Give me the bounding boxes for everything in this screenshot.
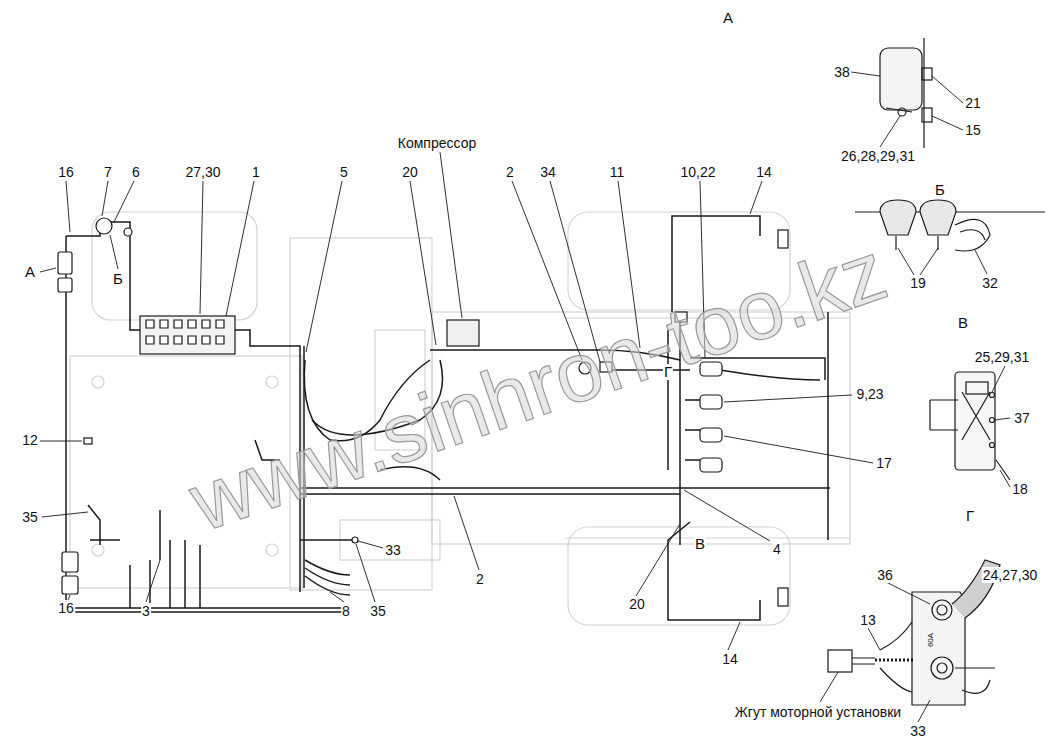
small-marking: 60А xyxy=(926,632,935,648)
leader-lines xyxy=(40,72,1010,722)
callout-number: 21 xyxy=(964,95,982,111)
callout-number: 18 xyxy=(1011,481,1029,497)
part-label: Компрессор xyxy=(397,135,477,151)
callout-number: 9,23 xyxy=(855,386,884,402)
callout-number: 35 xyxy=(369,603,387,619)
callout-number: 5 xyxy=(339,164,349,180)
callout-number: 37 xyxy=(1013,410,1031,426)
callout-number: 2 xyxy=(505,164,515,180)
callout-number: 3 xyxy=(141,603,151,619)
view-letter: А xyxy=(24,264,36,280)
callout-number: 4 xyxy=(772,541,782,557)
callout-number: 20 xyxy=(401,164,419,180)
detail-a xyxy=(880,38,932,148)
detail-letter: А xyxy=(722,10,734,26)
detail-letter: В xyxy=(957,315,969,331)
callout-number: 16 xyxy=(57,164,75,180)
callout-number: 24,27,30 xyxy=(982,567,1039,583)
callout-number: 8 xyxy=(341,603,351,619)
callout-number: 38 xyxy=(833,64,851,80)
callout-number: 11 xyxy=(609,164,626,180)
detail-b xyxy=(855,200,1045,251)
callout-number: 2 xyxy=(475,571,485,587)
callout-number: 35 xyxy=(21,509,39,525)
callout-number: 12 xyxy=(21,432,39,448)
callout-number: 19 xyxy=(909,275,927,291)
callout-number: 33 xyxy=(384,542,402,558)
callout-number: 27,30 xyxy=(184,164,221,180)
callout-number: 34 xyxy=(539,164,557,180)
callout-number: 25,29,31 xyxy=(974,349,1031,365)
callout-number: 7 xyxy=(103,164,113,180)
callout-number: 14 xyxy=(721,651,739,667)
callout-number: 36 xyxy=(876,567,894,583)
callout-number: 26,28,29,31 xyxy=(840,148,916,164)
view-letter: Б xyxy=(112,271,124,287)
callout-number: 16 xyxy=(57,600,75,616)
callout-number: 13 xyxy=(859,612,877,628)
detail-letter: Б xyxy=(934,182,946,198)
detail-letter: Г xyxy=(965,508,975,524)
callout-number: 32 xyxy=(981,275,999,291)
callout-number: 1 xyxy=(251,164,261,180)
view-letter: В xyxy=(694,536,706,552)
callout-number: 20 xyxy=(628,596,646,612)
watermark-text: www.sinhron-too.kz xyxy=(178,225,898,548)
callout-number: 10,22 xyxy=(679,164,716,180)
detail-v xyxy=(930,372,1010,480)
callout-number: 17 xyxy=(875,455,893,471)
detail-g xyxy=(828,560,1000,705)
part-label: Жгут моторной установки xyxy=(734,704,902,720)
callout-number: 6 xyxy=(131,164,141,180)
callout-number: 33 xyxy=(909,723,927,739)
callout-number: 15 xyxy=(964,122,982,138)
callout-number: 14 xyxy=(755,164,773,180)
